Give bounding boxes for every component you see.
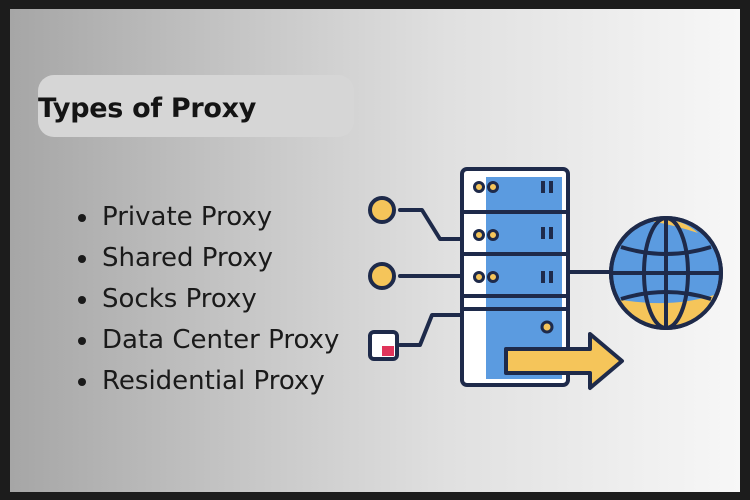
list-item-residential-proxy: Residential Proxy [100, 361, 339, 402]
page-title: Types of Proxy [38, 93, 257, 124]
title-pill [38, 75, 354, 137]
arrow-right-icon [504, 332, 624, 390]
proxy-illustration [368, 167, 723, 390]
list-item-data-center-proxy: Data Center Proxy [100, 320, 339, 361]
connector-line-1 [398, 208, 464, 241]
node-icon [368, 262, 396, 290]
list-item-socks-proxy: Socks Proxy [100, 279, 339, 320]
node-icon [368, 196, 396, 224]
connector-line-3 [398, 313, 464, 347]
card: Types of Proxy Private Proxy Shared Prox… [10, 9, 740, 492]
server-icon [460, 167, 570, 387]
list-item-private-proxy: Private Proxy [100, 197, 339, 238]
globe-icon [609, 216, 723, 330]
node-icon [368, 330, 399, 361]
list-item-shared-proxy: Shared Proxy [100, 238, 339, 279]
proxy-types-list: Private Proxy Shared Proxy Socks Proxy D… [70, 197, 339, 402]
